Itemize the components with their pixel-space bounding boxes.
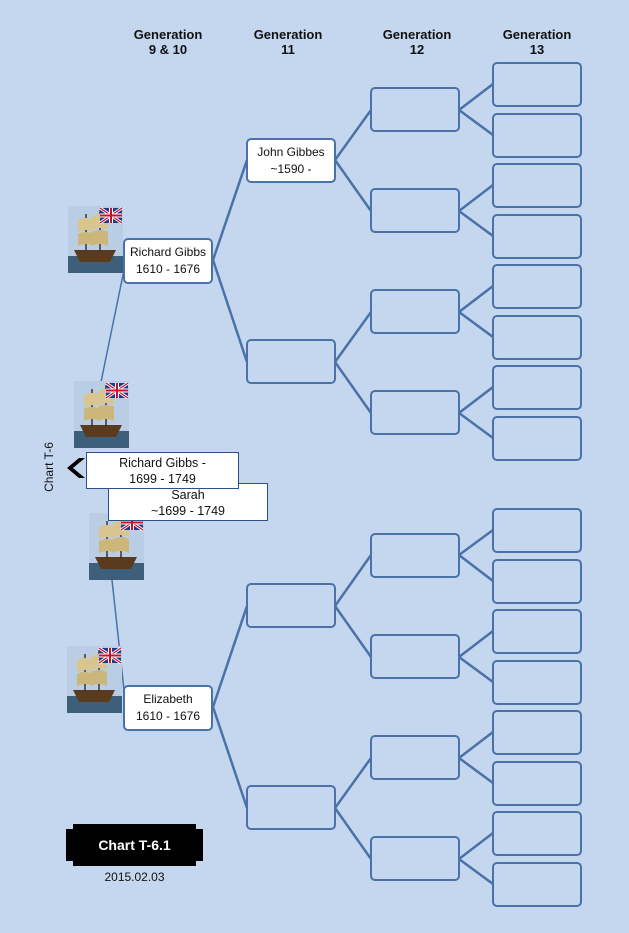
ship-flag-icon <box>89 513 144 580</box>
header-line2: 13 <box>529 42 545 57</box>
person-box-empty[interactable] <box>492 862 582 907</box>
person-box-empty[interactable] <box>492 761 582 806</box>
person-name: Sarah <box>171 488 205 502</box>
person-name: Richard Gibbs <box>129 245 207 259</box>
person-name: John Gibbes <box>257 144 325 159</box>
person-name: Richard Gibbs - <box>119 456 206 470</box>
ship-flag-icon <box>68 206 123 273</box>
person-box-richard-gibbs[interactable]: Richard Gibbs 1610 - 1676 <box>123 238 213 284</box>
person-box-root-richard-gibbs[interactable]: Richard Gibbs - 1699 - 1749 <box>86 452 239 489</box>
person-box-empty[interactable] <box>370 188 460 233</box>
person-dates: 1699 - 1749 <box>129 472 196 486</box>
ship-flag-icon <box>74 381 129 448</box>
person-box-empty[interactable] <box>492 113 582 158</box>
person-box-empty[interactable] <box>492 214 582 259</box>
person-box-empty[interactable] <box>492 559 582 604</box>
person-box-empty[interactable] <box>492 163 582 208</box>
header-line2: 9 & 10 <box>148 42 188 57</box>
person-dates: 1610 - 1676 <box>135 262 201 276</box>
person-dates: ~1699 - 1749 <box>150 504 226 518</box>
header-line1: Generation <box>502 27 572 42</box>
person-box-empty[interactable] <box>492 365 582 410</box>
header-gen-12: Generation 12 <box>362 27 472 57</box>
header-line2: 12 <box>409 42 425 57</box>
person-box-empty[interactable] <box>246 583 336 628</box>
header-line2: 11 <box>281 42 295 57</box>
chart-badge: Chart T-6.1 <box>66 824 203 866</box>
header-gen-13: Generation 13 <box>482 27 592 57</box>
chart-side-label: Chart T-6 <box>41 442 56 492</box>
person-dates: ~1590 - <box>270 161 312 176</box>
back-arrow-icon[interactable] <box>65 458 85 478</box>
person-box-empty[interactable] <box>492 62 582 107</box>
person-box-empty[interactable] <box>492 315 582 360</box>
person-box-empty[interactable] <box>492 710 582 755</box>
person-box-john-gibbes[interactable]: John Gibbes ~1590 - <box>246 138 336 183</box>
person-box-empty[interactable] <box>246 339 336 384</box>
person-box-empty[interactable] <box>492 264 582 309</box>
person-box-empty[interactable] <box>370 289 460 334</box>
person-dates: 1610 - 1676 <box>135 709 201 723</box>
person-box-empty[interactable] <box>492 508 582 553</box>
person-name: Elizabeth <box>143 692 193 706</box>
person-box-empty[interactable] <box>246 785 336 830</box>
header-line1: Generation <box>253 27 323 42</box>
person-box-empty[interactable] <box>370 87 460 132</box>
person-box-elizabeth[interactable]: Elizabeth 1610 - 1676 <box>123 685 213 731</box>
ship-flag-icon <box>67 646 122 713</box>
person-box-sarah[interactable]: Sarah ~1699 - 1749 <box>108 483 268 521</box>
header-line1: Generation <box>382 27 452 42</box>
person-box-empty[interactable] <box>370 735 460 780</box>
person-box-empty[interactable] <box>370 390 460 435</box>
header-gen-9-10: Generation 9 & 10 <box>113 27 223 57</box>
chart-date: 2015.02.03 <box>104 870 165 884</box>
person-box-empty[interactable] <box>492 660 582 705</box>
person-box-empty[interactable] <box>492 416 582 461</box>
person-box-empty[interactable] <box>492 811 582 856</box>
person-box-empty[interactable] <box>492 609 582 654</box>
header-gen-11: Generation 11 <box>233 27 343 57</box>
header-line1: Generation <box>133 27 203 42</box>
person-box-empty[interactable] <box>370 836 460 881</box>
person-box-empty[interactable] <box>370 634 460 679</box>
person-box-empty[interactable] <box>370 533 460 578</box>
